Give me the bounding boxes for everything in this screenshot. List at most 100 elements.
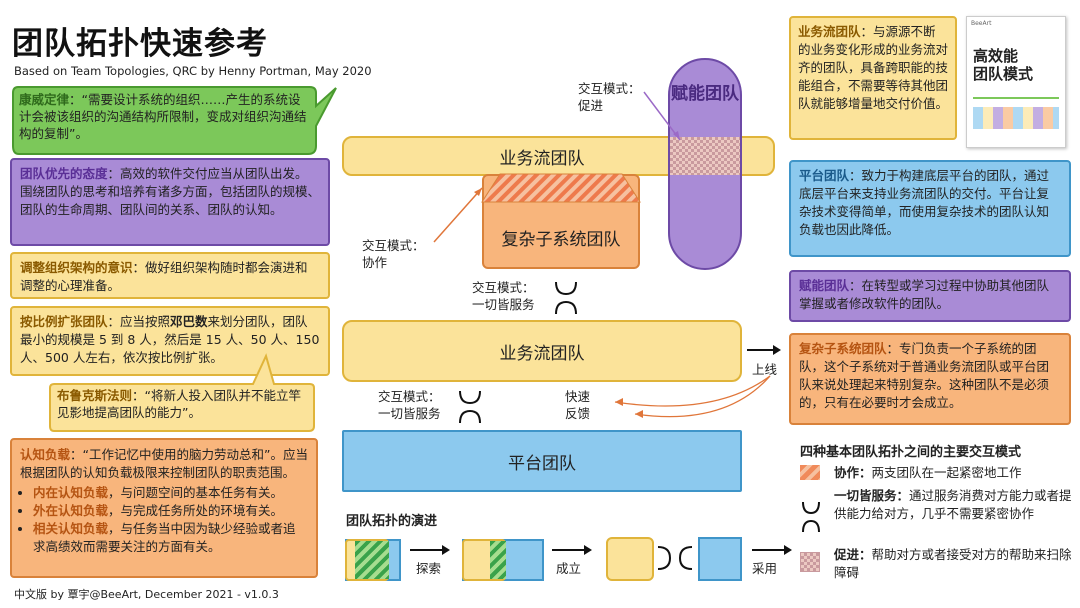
platform-team-box xyxy=(342,430,742,492)
stream-team-label-2: 业务流团队 xyxy=(499,343,585,364)
xaas-legend-desc: 通过服务消费对方能力或者提供能力给对方，几乎不需要紧密协作 xyxy=(834,488,1072,521)
mode-xaas-label-1: 交互模式： 一切皆服务 xyxy=(472,279,552,313)
mode-facilitate-line2: 促进 xyxy=(578,98,604,113)
xaas-legend-bold: 一切皆服务： xyxy=(834,488,910,503)
stream-card-heading: 业务流团队 xyxy=(798,24,861,39)
enabling-team-label: 赋能团队 xyxy=(668,82,742,106)
scale-heading: 按比例扩张团队 xyxy=(20,314,108,329)
evolution-arrow-2 xyxy=(552,545,592,555)
evolution-step-label: 采用 xyxy=(752,561,778,576)
cognitive-list: 内在认知负载，与问题空间的基本任务有关。 外在认知负载，与完成任务所处的环境有关… xyxy=(20,484,308,556)
cognitive-item-bold: 外在认知负载 xyxy=(33,503,109,518)
xaas-legend-icon xyxy=(802,501,820,533)
evolution-arrow-1 xyxy=(410,545,450,555)
stream-team-box-2 xyxy=(342,320,742,382)
xaas-legend-text: 一切皆服务：通过服务消费对方能力或者提供能力给对方，几乎不需要紧密协作 xyxy=(834,487,1074,523)
facilitate-legend-desc: 帮助对方或者接受对方的帮助来扫除障碍 xyxy=(834,547,1072,580)
evolution-step-label: 探索 xyxy=(416,561,442,576)
conway-text: ：“需要设计系统的组织……产生的系统设计会被该组织的沟通结构所限制，变成对组织沟… xyxy=(19,92,307,141)
subsystem-team-label: 复杂子系统团队 xyxy=(501,229,621,250)
conway-bubble-shape xyxy=(12,86,337,155)
evolution-xaas-icon xyxy=(657,546,693,570)
collab-legend-desc: 两支团队在一起紧密地工作 xyxy=(871,465,1022,480)
feedback-line1: 快速 xyxy=(565,389,591,404)
evolution-step3-platform xyxy=(698,537,742,581)
mode-collab-line1: 交互模式： xyxy=(362,238,425,253)
subsystem-card-heading: 复杂子系统团队 xyxy=(799,341,887,356)
xaas-icon-2 xyxy=(459,390,481,424)
evolution-step3-stream xyxy=(606,537,654,581)
book-decor xyxy=(973,107,1059,129)
cognitive-item: 内在认知负载，与问题空间的基本任务有关。 xyxy=(33,484,308,502)
evolution-title: 团队拓扑的演进 xyxy=(346,514,438,529)
mode-collab-line2: 协作 xyxy=(362,255,388,270)
subsystem-team-card: 复杂子系统团队：专门负责一个子系统的团队，这个子系统对于普通业务流团队或平台团队… xyxy=(789,333,1071,425)
cognitive-item-text: ，与问题空间的基本任务有关。 xyxy=(108,485,284,500)
brooks-card: 布鲁克斯法则：“将新人投入团队并不能立竿见影地提高团队的能力”。 xyxy=(57,387,311,421)
mode-xaas2-line1: 交互模式： xyxy=(378,389,441,404)
mode-xaas-label-2: 交互模式： 一切皆服务 xyxy=(378,388,460,422)
page-subtitle: Based on Team Topologies, QRC by Henny P… xyxy=(14,64,372,78)
enabling-card-text: ：在转型或学习过程中协助其他团队掌握或者修改软件的团队。 xyxy=(799,278,1050,311)
golive-label: 上线 xyxy=(752,362,778,377)
facilitate-arrow xyxy=(643,91,681,141)
page-title: 团队拓扑快速参考 xyxy=(12,26,268,62)
scale-card: 按比例扩张团队：应当按照邓巴数来划分团队，团队最小的规模是 5 到 8 人，然后… xyxy=(10,306,330,376)
brooks-heading: 布鲁克斯法则 xyxy=(57,388,133,403)
stream-team-card: 业务流团队：与源源不断的业务变化形成的业务流对齐的团队，具备跨职能的技能组合，不… xyxy=(789,16,957,140)
platform-team-card: 平台团队：致力于构建底层平台的团队，通过底层平台来支持业务流团队的交付。平台让复… xyxy=(789,160,1071,257)
facilitate-legend-bold: 促进： xyxy=(834,547,872,562)
evolution-arrow-3 xyxy=(752,545,792,555)
team-first-card: 团队优先的态度：高效的软件交付应当从团队出发。围绕团队的思考和培养有诸多方面，包… xyxy=(10,158,330,246)
cognitive-item-text: ，与任务当中因为缺少经验或者追求高绩效而需要关注的方面有关。 xyxy=(33,521,296,554)
footer-credit: 中文版 by 覃宇@BeeArt, December 2021 - v1.0.3 xyxy=(14,588,279,601)
cognitive-item-bold: 内在认知负载 xyxy=(33,485,109,500)
cognitive-text: ：“工作记忆中使用的脑力劳动总和”。应当根据团队的认知负载极限来控制团队的职责范… xyxy=(20,447,308,480)
enabling-team-text: 赋能团队 xyxy=(671,84,739,104)
book-cover: BeeArt 高效能 团队模式 xyxy=(966,16,1066,148)
cognitive-item: 相关认知负载，与任务当中因为缺少经验或者追求高绩效而需要关注的方面有关。 xyxy=(33,520,308,556)
brooks-text: ：“将新人投入团队并不能立竿见影地提高团队的能力”。 xyxy=(57,388,301,420)
team-first-text: ：高效的软件交付应当从团队出发。围绕团队的思考和培养有诸多方面，包括团队的规模、… xyxy=(20,166,321,217)
platform-team-label: 平台团队 xyxy=(508,453,576,474)
book-rule xyxy=(973,97,1059,99)
stream-team-label-1: 业务流团队 xyxy=(499,148,585,169)
scale-text-b: 来划分团队，团队最小的规模是 5 到 8 人，然后是 15 人、50 人、150… xyxy=(20,314,320,365)
enabling-team-card: 赋能团队：在转型或学习过程中协助其他团队掌握或者修改软件的团队。 xyxy=(789,270,1071,322)
subsystem-card-text: ：专门负责一个子系统的团队，这个子系统对于普通业务流团队或平台团队来说处理起来特… xyxy=(799,341,1050,410)
cognitive-item: 外在认知负载，与完成任务所处的环境有关。 xyxy=(33,502,308,520)
golive-arrow xyxy=(747,345,781,355)
brooks-bubble-shape xyxy=(49,353,315,432)
scale-bold: 邓巴数 xyxy=(170,314,208,329)
enabling-card-heading: 赋能团队 xyxy=(799,278,850,293)
legend-title: 四种基本团队拓扑之间的主要交互模式 xyxy=(800,445,1022,460)
cognitive-heading: 认知负载 xyxy=(20,447,71,462)
facilitate-legend-swatch xyxy=(800,552,820,572)
book-title: 高效能 团队模式 xyxy=(973,47,1033,83)
reorg-heading: 调整组织架构的意识 xyxy=(20,260,133,275)
scale-text-a: ：应当按照 xyxy=(107,314,171,329)
evolution-step2-overlap xyxy=(490,541,506,579)
book-title-line2: 团队模式 xyxy=(973,65,1034,83)
book-publisher: BeeArt xyxy=(971,20,992,27)
collab-arrow xyxy=(433,187,483,243)
mode-collab-label: 交互模式： 协作 xyxy=(362,237,432,271)
collab-legend-text: 协作：两支团队在一起紧密地工作 xyxy=(834,464,1074,482)
platform-card-text: ：致力于构建底层平台的团队，通过底层平台来支持业务流团队的交付。平台让复杂技术变… xyxy=(799,168,1050,237)
cognitive-load-card: 认知负载：“工作记忆中使用的脑力劳动总和”。应当根据团队的认知负载极限来控制团队… xyxy=(10,438,318,578)
collab-legend-swatch xyxy=(800,465,820,480)
feedback-arrows xyxy=(614,375,771,418)
collab-legend-bold: 协作： xyxy=(834,465,872,480)
book-title-line1: 高效能 xyxy=(973,47,1019,65)
conway-heading: 康威定律 xyxy=(19,92,70,107)
conway-law-card: 康威定律：“需要设计系统的组织……产生的系统设计会被该组织的沟通结构所限制，变成… xyxy=(19,91,309,142)
cognitive-item-text: ，与完成任务所处的环境有关。 xyxy=(108,503,284,518)
evolution-step-label: 成立 xyxy=(556,561,582,576)
evolution-step1-overlap xyxy=(355,541,389,579)
collab-overlap-shape xyxy=(481,173,641,203)
reorg-card: 调整组织架构的意识：做好组织架构随时都会演进和调整的心理准备。 xyxy=(10,252,330,299)
mode-xaas2-line2: 一切皆服务 xyxy=(378,406,441,421)
feedback-line2: 反馈 xyxy=(565,406,591,421)
mode-facilitate-line1: 交互模式： xyxy=(578,81,641,96)
feedback-label: 快速 反馈 xyxy=(565,388,605,422)
